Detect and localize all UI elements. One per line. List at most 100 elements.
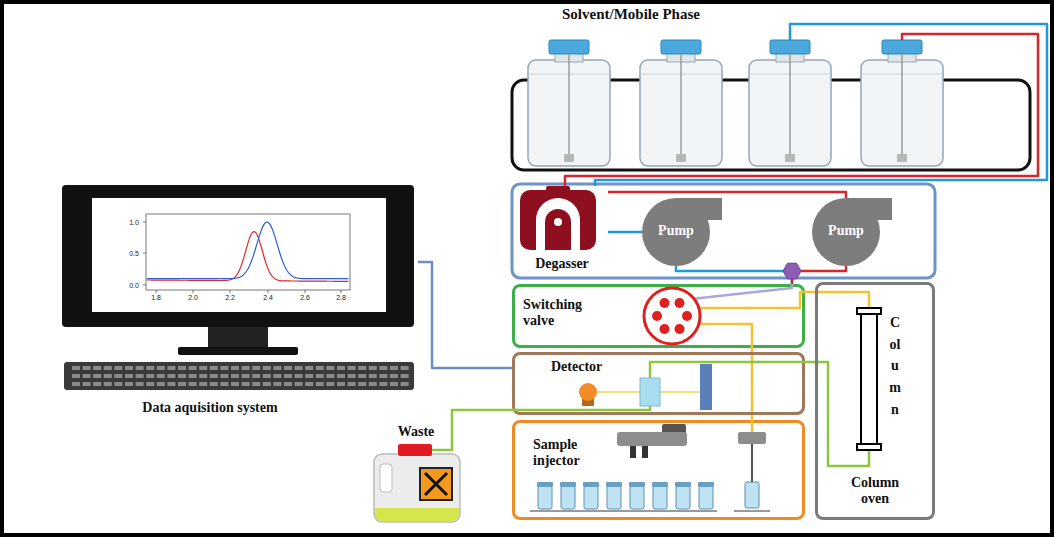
flow-line <box>512 406 650 410</box>
keyboard-key <box>93 374 101 378</box>
dip-tube <box>901 54 903 154</box>
keyboard-key <box>295 382 303 386</box>
data-system: Data aquisition system <box>60 182 418 420</box>
sample-vial <box>630 486 644 509</box>
chromatogram-trace <box>147 222 349 279</box>
needle-head <box>738 432 766 444</box>
keyboard-key <box>114 382 122 386</box>
valve-port <box>660 324 670 334</box>
keyboard-key <box>337 366 345 370</box>
keyboard-key <box>220 366 228 370</box>
injector-box: Sample injector <box>512 420 805 520</box>
keyboard-key <box>348 374 356 378</box>
keyboard-key <box>167 374 175 378</box>
keyboard-key <box>125 366 133 370</box>
keyboard-key <box>252 366 260 370</box>
vial-cap <box>537 482 553 487</box>
keyboard-key <box>157 374 165 378</box>
axis-tick <box>341 290 342 293</box>
axis-tick-label: 2.2 <box>225 294 235 301</box>
degasser-unit-label: Degasser <box>516 256 608 272</box>
waste-bottle-label: Waste <box>368 424 464 440</box>
keyboard-key <box>83 382 91 386</box>
keyboard-key <box>125 374 133 378</box>
keyboard-key <box>358 374 366 378</box>
keyboard-key <box>337 382 345 386</box>
keyboard-key <box>231 374 239 378</box>
keyboard-key <box>83 374 91 378</box>
valve-port <box>682 311 692 321</box>
sample-vial <box>699 486 713 509</box>
sample-vial <box>676 486 690 509</box>
vial-cap <box>606 482 622 487</box>
tubing-line <box>418 262 512 368</box>
vial-cap <box>560 482 576 487</box>
vial-cap <box>629 482 645 487</box>
column-body <box>861 314 877 444</box>
keyboard-key <box>231 366 239 370</box>
keyboard-key <box>178 382 186 386</box>
injector-box-art <box>512 420 805 520</box>
inlet-filter <box>785 154 795 162</box>
keyboard-key <box>242 382 250 386</box>
keyboard-key <box>348 382 356 386</box>
bottle-cap <box>398 444 432 456</box>
tubing-line <box>452 410 512 422</box>
valve-port <box>675 324 685 334</box>
axis-tick-label: 0.0 <box>129 282 139 289</box>
column-tube: Column <box>848 298 908 460</box>
data-system-label: Data aquisition system <box>60 400 360 416</box>
keyboard-key <box>72 366 80 370</box>
axis-tick <box>268 290 269 293</box>
detector-box-label: Detector <box>551 359 802 375</box>
keyboard-key <box>263 366 271 370</box>
keyboard-key <box>167 366 175 370</box>
column-fitting <box>857 444 881 450</box>
keyboard-key <box>199 374 207 378</box>
axis-tick <box>156 290 157 293</box>
degasser-arch <box>536 198 580 250</box>
axis-tick <box>143 285 146 286</box>
keyboard-key <box>390 382 398 386</box>
axis-tick <box>230 290 231 293</box>
axis-tick <box>305 290 306 293</box>
column-fitting <box>857 308 881 314</box>
valve-line <box>685 292 805 308</box>
degasser-hub <box>554 218 562 226</box>
hazard-label <box>420 468 452 500</box>
monitor-screen <box>92 198 386 312</box>
waste-line <box>432 422 452 450</box>
keyboard-key <box>263 374 271 378</box>
keyboard-key <box>326 366 334 370</box>
keyboard-key <box>305 366 313 370</box>
monitor-bezel <box>62 185 414 327</box>
axis-tick-label: 1.0 <box>129 219 139 226</box>
keyboard-key <box>316 382 324 386</box>
degasser-rotor <box>545 209 571 250</box>
dip-tube <box>568 54 570 154</box>
keyboard-key <box>316 366 324 370</box>
pump-panel <box>512 184 935 278</box>
keyboard-key <box>379 366 387 370</box>
bottle-cap <box>882 40 922 54</box>
tubing-line <box>608 192 846 198</box>
keyboard-key <box>252 382 260 386</box>
axis-tick-label: 2.4 <box>263 294 273 301</box>
pump-circle: Pump <box>642 198 710 266</box>
keyboard-key <box>72 374 80 378</box>
keyboard-key <box>114 366 122 370</box>
keyboard-key <box>220 382 228 386</box>
pump-circle: Pump <box>812 198 880 266</box>
vial-stand <box>734 510 770 512</box>
keyboard-key <box>157 382 165 386</box>
keyboard-key <box>93 366 101 370</box>
solvent-tray-label: Solvent/Mobile Phase <box>562 6 1032 23</box>
pump-circle-label: Pump <box>812 223 880 239</box>
sample-vial <box>538 486 552 509</box>
keyboard-key <box>242 366 250 370</box>
data-system-art <box>60 182 418 420</box>
valve-box-label: Switching valve <box>523 297 613 329</box>
keyboard-key <box>136 374 144 378</box>
autosampler-arm <box>617 432 687 446</box>
keyboard-key <box>83 366 91 370</box>
